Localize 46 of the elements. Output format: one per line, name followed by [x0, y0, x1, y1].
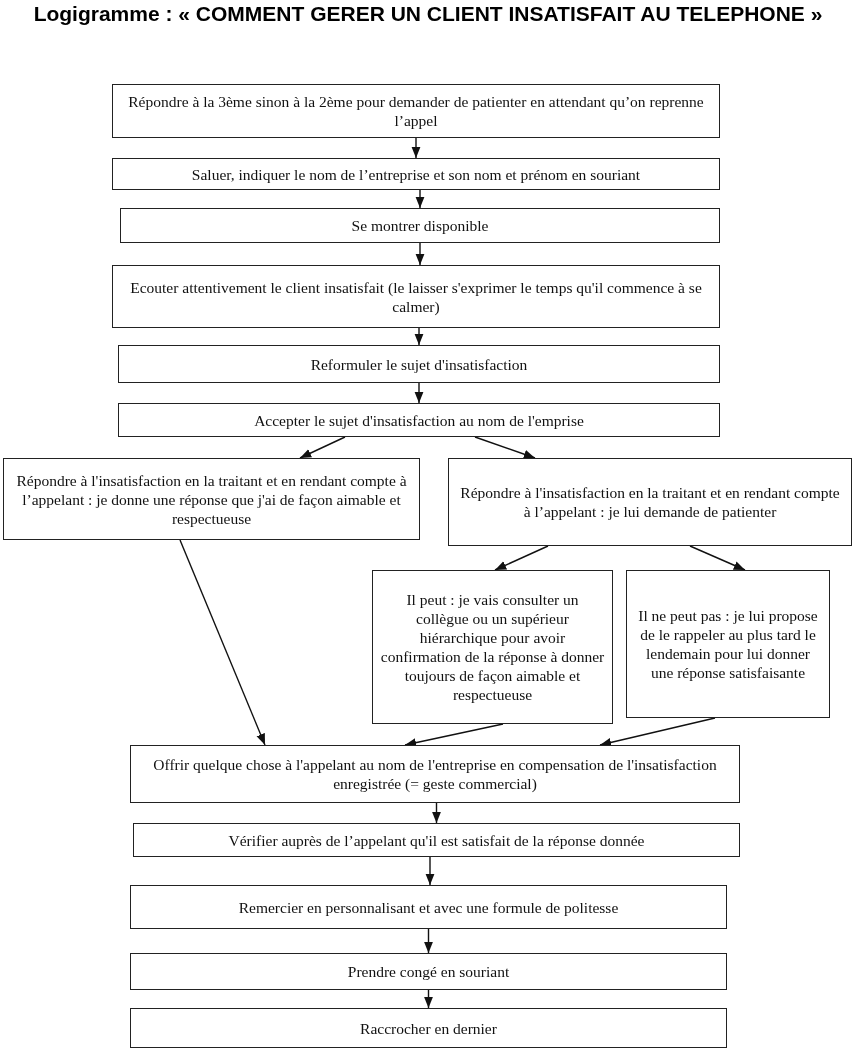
step-text: Ecouter attentivement le client insatisfait (le laisser s'exprimer le temps qu'il commence à se calmer)	[129, 277, 703, 316]
arrow	[411, 137, 421, 159]
process-box	[112, 265, 720, 328]
arrow	[415, 189, 425, 209]
step-text: Remercier en personnalisant et avec une formule de politesse	[238, 897, 619, 917]
step-text: Répondre à l'insatisfaction en la traitant et en rendant compte à l’appelant : je donne une réponse que j'ai de façon aimable et respectueuse	[15, 470, 408, 528]
step-text: Répondre à la 3ème sinon à la 2ème pour demander de patienter en attendant qu’on reprenne l’appel	[127, 92, 705, 130]
arrow	[425, 856, 435, 886]
process-box	[120, 208, 720, 243]
arrow	[415, 242, 425, 266]
arrow	[414, 327, 424, 346]
process-box	[626, 570, 830, 718]
step-text: Se montrer disponible	[351, 216, 489, 235]
arrow	[494, 545, 549, 571]
arrow	[424, 928, 433, 954]
process-box	[112, 158, 720, 190]
arrow	[179, 539, 266, 746]
arrow	[599, 717, 716, 747]
process-box	[133, 823, 740, 857]
process-box	[118, 345, 720, 383]
arrow	[424, 989, 433, 1009]
process-box	[130, 885, 727, 929]
arrow	[474, 436, 536, 459]
arrow	[689, 545, 746, 571]
arrow	[414, 382, 424, 404]
step-text: Raccrocher en dernier	[360, 1018, 497, 1038]
process-box	[372, 570, 613, 724]
title: Logigramme : « COMMENT GERER UN CLIENT INSATISFAIT AU TELEPHONE »	[32, 2, 824, 26]
step-text: Reformuler le sujet d'insatisfaction	[310, 354, 528, 374]
step-text: Répondre à l'insatisfaction en la traitant et en rendant compte à l’appelant : je lui demande de patienter	[459, 483, 841, 521]
process-box	[118, 403, 720, 437]
step-text: Saluer, indiquer le nom de l’entreprise et son nom et prénom en souriant	[191, 164, 641, 184]
step-text: Offrir quelque chose à l'appelant au nom de l'entreprise en compensation de l'insatisfaction enregistrée (= geste commercial)	[152, 755, 718, 793]
process-box	[448, 458, 852, 546]
process-box	[130, 745, 740, 803]
step-text: Il ne peut pas : je lui propose de le rappeler au plus tard le lendemain pour lui donner une réponse satisfaisante	[637, 606, 819, 682]
arrow	[299, 436, 346, 459]
step-text: Vérifier auprès de l’appelant qu'il est satisfait de la réponse donnée	[228, 830, 645, 850]
process-box	[130, 1008, 727, 1048]
step-text: Accepter le sujet d'insatisfaction au nom de l'emprise	[254, 410, 584, 430]
process-box	[3, 458, 420, 540]
step-text: Prendre congé en souriant	[347, 962, 510, 981]
step-text: Il peut : je vais consulter un collègue ou un supérieur hiérarchique pour avoir confirmation de la réponse à donner toujours de façon aimable et respectueuse	[379, 590, 606, 704]
process-box	[130, 953, 727, 990]
arrow	[432, 802, 441, 824]
process-box	[112, 84, 720, 138]
